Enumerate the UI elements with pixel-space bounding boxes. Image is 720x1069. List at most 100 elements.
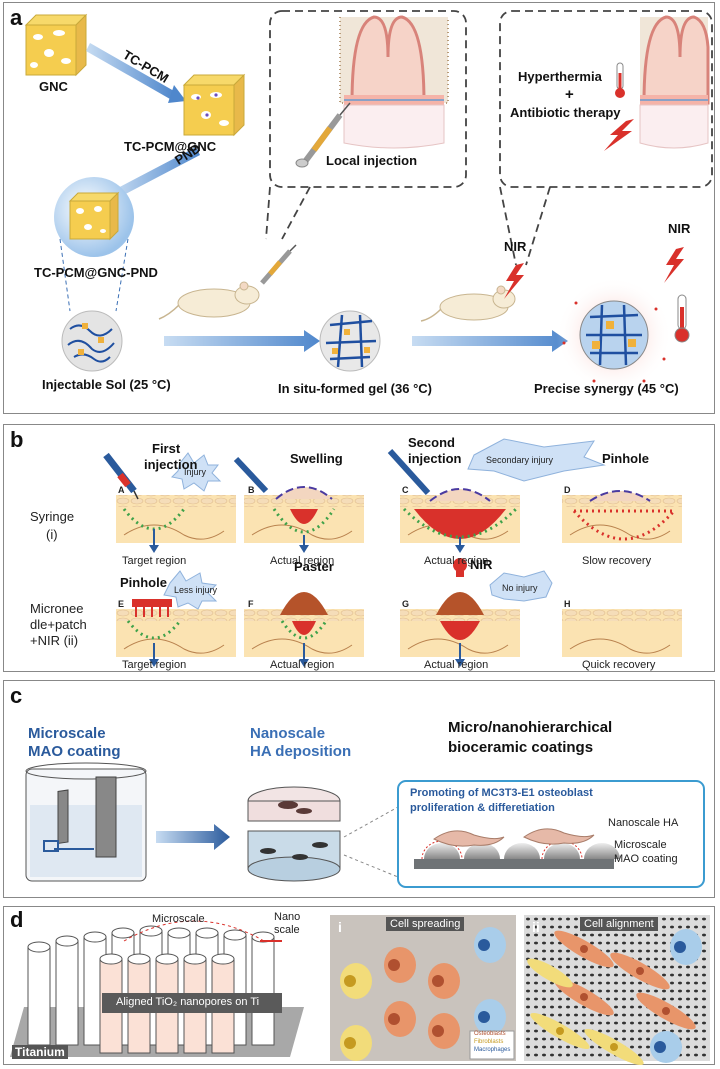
nanoscale-label-1: Nanoscale: [250, 725, 326, 742]
tile-letter: D: [564, 485, 571, 495]
arrow-tcpcm: [86, 43, 174, 99]
secondary-injury-label: Secondary injury: [486, 455, 554, 465]
therapy-box: [499, 10, 713, 188]
nano-ha-label: Nanoscale HA: [608, 817, 679, 829]
tile-b-drawing: [233, 456, 336, 553]
panel-b-label: b: [10, 427, 24, 452]
arrow-sol-gel: [164, 330, 320, 352]
tile-letter: H: [564, 599, 571, 609]
panel-d-illustration: [10, 915, 710, 1066]
arrow-gel-synergy: [412, 330, 568, 352]
syringe-small: [260, 244, 297, 285]
less-injury-label: Less injury: [174, 585, 218, 595]
arrow-pnd: [112, 147, 200, 199]
microscale-label-1: Microscale: [28, 725, 106, 742]
microscale-label: Microscale: [152, 913, 205, 925]
caption-top: Actual region: [270, 555, 335, 567]
paster-label: Paster: [294, 559, 334, 574]
tile-letter: A: [118, 485, 125, 495]
cell-legend: [469, 1030, 515, 1060]
pnd-cube: [68, 191, 120, 241]
thermometer-small-icon: [615, 62, 625, 98]
first-injection-label-2: injection: [144, 457, 198, 472]
gel-label: In situ-formed gel (36 °C): [278, 381, 432, 396]
plus-label: +: [565, 86, 574, 103]
cell-alignment-label: Cell alignment: [580, 917, 658, 931]
synergy-label: Precise synergy (45 °C): [534, 381, 679, 396]
panel-c-label: c: [10, 683, 23, 708]
panel-d: d Microscale Nano scale Aligned TiO₂ nan…: [3, 906, 715, 1066]
therapy-bolt: [604, 119, 634, 151]
micro-row-label-1: Micronee: [30, 601, 84, 616]
panel-ii-label: ii: [532, 919, 540, 935]
caption-top: Target region: [122, 555, 187, 567]
arrow-c: [156, 824, 230, 850]
micro-row-label-3: +NIR (ii): [30, 633, 79, 648]
nanopores-caption: Aligned TiO₂ nanopores on Ti: [116, 996, 260, 1008]
panel-b-illustration: [103, 438, 682, 667]
tc-pcm-gnc-label: TC-PCM@GNC: [124, 139, 217, 154]
tc-pcm-gnc-cube: [182, 73, 246, 137]
antibiotic-label: Antibiotic therapy: [510, 105, 621, 120]
tile-letter: C: [402, 485, 409, 495]
syringe-row-index: (i): [46, 527, 58, 542]
sol-circle: [61, 310, 123, 372]
injury-label: Injury: [184, 467, 207, 477]
tile-c-drawing: [387, 438, 606, 553]
syringe-local: [295, 102, 351, 168]
legend-fibroblasts: Fibroblasts: [474, 1039, 504, 1045]
caption-bottom: Quick recovery: [582, 659, 656, 671]
mouse-right: [420, 285, 516, 322]
nanopores-caption-bg: [102, 993, 282, 1013]
caption-bottom: Target region: [122, 659, 187, 671]
promotion-line-2: proliferation & differetiation: [410, 802, 555, 814]
nir-label: NIR: [470, 557, 493, 572]
first-injection-label-1: First: [152, 441, 181, 456]
second-injection-label-1: Second: [408, 435, 455, 450]
panel-a-illustration: [24, 10, 713, 393]
tile-letter: E: [118, 599, 125, 609]
thermometer-icon: [674, 294, 690, 343]
legend-macrophages: Macrophages: [474, 1047, 511, 1053]
hyperthermia-label: Hyperthermia: [518, 69, 602, 84]
gel-circle: [319, 310, 381, 372]
nanoscale-label-2: scale: [274, 924, 300, 936]
swelling-label: Swelling: [290, 451, 343, 466]
tile-f-drawing: [280, 592, 328, 667]
panel-b: b Syringe (i) Micronee dle+patch +NIR (i…: [3, 424, 715, 672]
tile-e-drawing: [126, 570, 218, 667]
spreading-cells: [340, 927, 506, 1061]
tile-d-drawing: [572, 490, 676, 541]
nanoscale-label-1: Nano: [274, 911, 301, 923]
no-injury-label: No injury: [502, 583, 538, 593]
tooth-illustration-1: [339, 15, 449, 149]
caption-top: Slow recovery: [582, 555, 652, 567]
ha-beaker: [247, 786, 341, 882]
pinhole-top-label: Pinhole: [602, 451, 649, 466]
panel-a-label: a: [10, 5, 23, 30]
tile-a-drawing: [103, 452, 222, 553]
nanotube-array: [27, 925, 275, 1054]
microscale-label-2: MAO coating: [28, 743, 121, 760]
coatings-title-2: bioceramic coatings: [448, 739, 594, 756]
nir-bolt-2: [664, 247, 684, 283]
microscale-arc: [123, 920, 265, 942]
coating-illustration: [414, 828, 620, 869]
titanium-label: Titanium: [12, 1045, 68, 1059]
tile-letter: G: [402, 599, 410, 609]
panel-c-illustration: [25, 762, 705, 888]
legend-osteoblasts: Osteoblasts: [474, 1031, 506, 1037]
micro-mao-label-1: Microscale: [614, 839, 667, 851]
gnc-cube: [24, 13, 88, 77]
cell-spreading-label: Cell spreading: [386, 917, 465, 931]
panel-d-label: d: [10, 907, 24, 932]
pinhole-bottom-label: Pinhole: [120, 575, 167, 590]
second-injection-label-2: injection: [408, 451, 462, 466]
nir-label-2: NIR: [668, 221, 691, 236]
tooth-illustration-2: [639, 15, 710, 149]
syringe-row-label: Syringe: [30, 509, 75, 524]
tile-letter: F: [248, 599, 254, 609]
panel-c: c Microscale MAO coating Nanoscale HA de…: [3, 680, 715, 898]
tile-letter: B: [248, 485, 255, 495]
nanoscale-label-2: HA deposition: [250, 743, 352, 760]
